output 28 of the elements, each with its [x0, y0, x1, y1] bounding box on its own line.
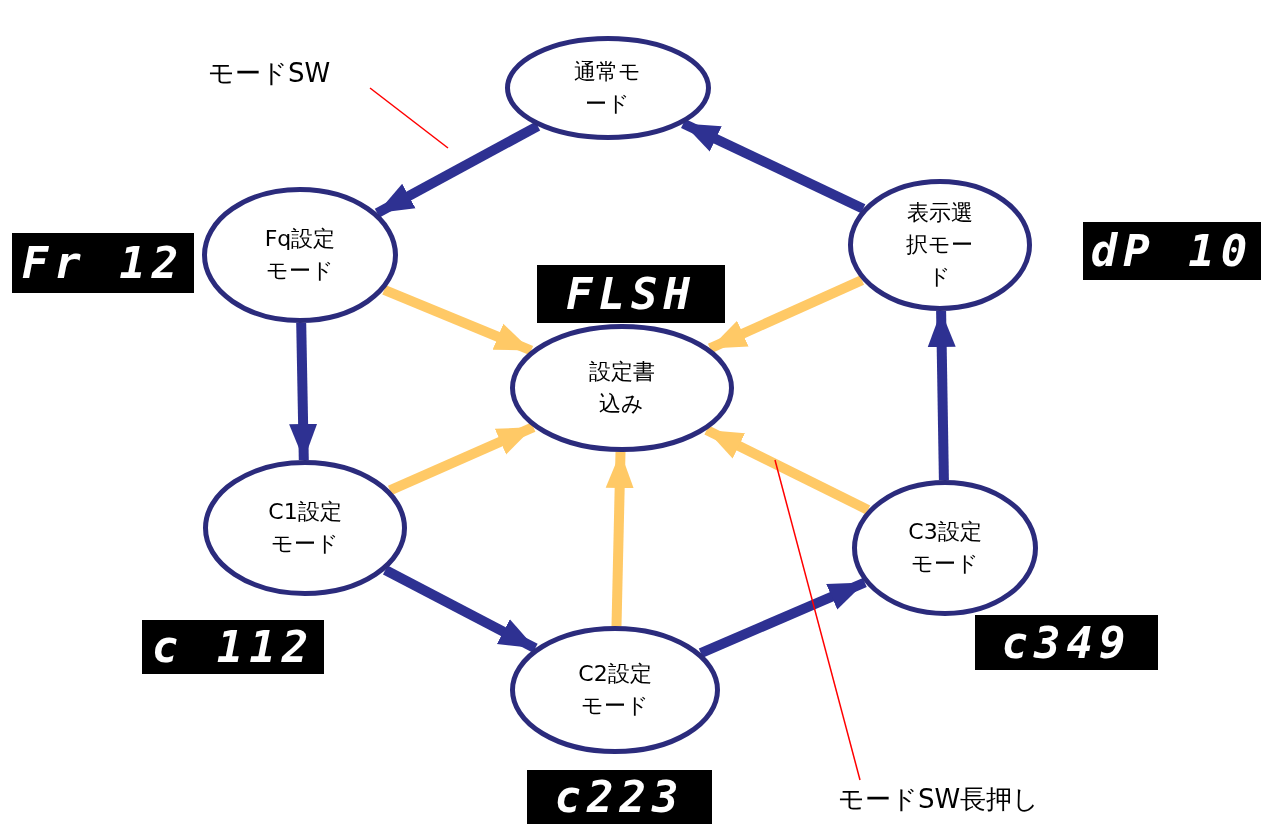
- arrow: [698, 577, 867, 658]
- leader-line: [369, 87, 449, 149]
- arrow: [927, 310, 956, 481]
- arrow: [374, 121, 541, 218]
- arrow: [707, 275, 865, 353]
- segment-display: c 112: [142, 620, 324, 674]
- arrow: [388, 422, 536, 495]
- segment-display: FLSH: [537, 265, 725, 323]
- segment-display: dP 10: [1083, 222, 1261, 280]
- leader-line: [774, 459, 861, 781]
- node-label: C1設定モード: [267, 498, 343, 558]
- segment-display: Fr 12: [12, 233, 194, 293]
- arrow: [704, 425, 871, 515]
- arrow: [383, 565, 538, 653]
- arrow: [382, 285, 534, 356]
- node-label: C3設定モード: [907, 518, 983, 578]
- node-label: C2設定モード: [577, 660, 653, 720]
- node-label: 通常モード: [573, 58, 643, 118]
- arrow: [289, 322, 318, 461]
- arrow: [681, 118, 866, 214]
- node-label: Fq設定モード: [263, 225, 337, 285]
- node-label: 設定書込み: [588, 358, 656, 418]
- node-label: 表示選択モード: [905, 199, 975, 291]
- arrow: [605, 451, 634, 627]
- segment-display: c223: [527, 770, 712, 824]
- annotation-text: モードSW長押し: [838, 782, 1040, 817]
- segment-display: c349: [975, 615, 1158, 670]
- annotation-text: モードSW: [208, 56, 331, 91]
